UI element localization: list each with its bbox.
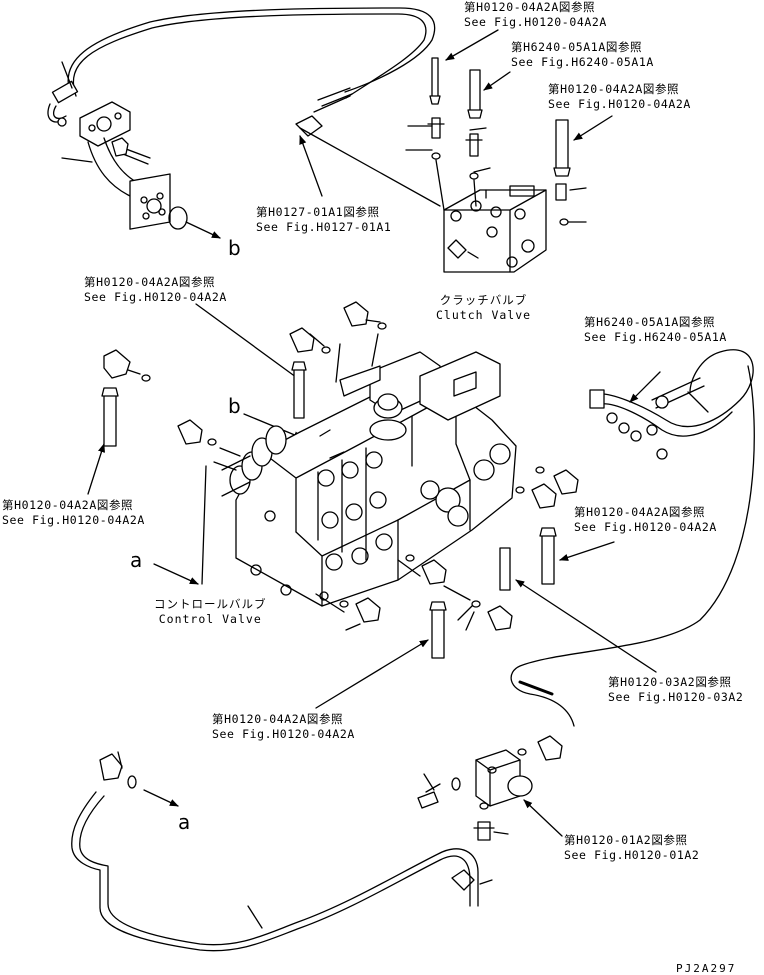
reference-h0120-04a2a-right-mid[interactable]: 第H0120-04A2A図参照 See Fig.H0120-04A2A xyxy=(574,505,717,535)
reference-en-text: See Fig.H6240-05A1A xyxy=(511,55,654,69)
reference-jp-text: 第H0120-04A2A図参照 xyxy=(548,82,680,96)
reference-jp-text: 第H0120-04A2A図参照 xyxy=(574,505,706,519)
reference-en-text: See Fig.H0120-04A2A xyxy=(574,520,717,534)
reference-h6240-05a1a-right[interactable]: 第H6240-05A1A図参照 See Fig.H6240-05A1A xyxy=(584,315,727,345)
clutch-valve-jp: クラッチバルブ xyxy=(439,293,528,307)
reference-en-text: See Fig.H0120-04A2A xyxy=(548,97,691,111)
reference-h0120-04a2a-top-right[interactable]: 第H0120-04A2A図参照 See Fig.H0120-04A2A xyxy=(548,82,691,112)
right-hose-assembly xyxy=(510,349,755,727)
reference-jp-text: 第H0127-01A1図参照 xyxy=(256,205,380,219)
reference-jp-text: 第H0120-03A2図参照 xyxy=(608,675,732,689)
reference-h0120-04a2a-left[interactable]: 第H0120-04A2A図参照 See Fig.H0120-04A2A xyxy=(2,498,145,528)
control-valve-label: コントロールバルブ Control Valve xyxy=(154,597,267,627)
reference-en-text: See Fig.H0120-03A2 xyxy=(608,690,744,704)
reference-en-text: See Fig.H0120-04A2A xyxy=(464,15,607,29)
reference-jp-text: 第H0120-04A2A図参照 xyxy=(84,275,216,289)
reference-jp-text: 第H0120-04A2A図参照 xyxy=(2,498,134,512)
reference-jp-text: 第H0120-01A2図参照 xyxy=(564,833,688,847)
reference-h0120-04a2a-mid-left[interactable]: 第H0120-04A2A図参照 See Fig.H0120-04A2A xyxy=(84,275,227,305)
callout-a-bottom: a xyxy=(178,810,191,834)
reference-en-text: See Fig.H0120-01A2 xyxy=(564,848,700,862)
reference-en-text: See Fig.H0120-04A2A xyxy=(2,513,145,527)
page-identifier: PJ2A297 xyxy=(676,962,737,975)
reference-en-text: See Fig.H0120-04A2A xyxy=(212,727,355,741)
reference-en-text: See Fig.H0120-04A2A xyxy=(84,290,227,304)
reference-h6240-05a1a-top[interactable]: 第H6240-05A1A図参照 See Fig.H6240-05A1A xyxy=(511,40,654,70)
reference-h0120-04a2a-top[interactable]: 第H0120-04A2A図参照 See Fig.H0120-04A2A xyxy=(464,0,607,30)
reference-h0127-01a1[interactable]: 第H0127-01A1図参照 See Fig.H0127-01A1 xyxy=(256,205,391,235)
reference-en-text: See Fig.H6240-05A1A xyxy=(584,330,727,344)
top-left-hose-assembly xyxy=(47,7,436,239)
callout-b-top: b xyxy=(228,236,241,260)
reference-jp-text: 第H0120-04A2A図参照 xyxy=(212,712,344,726)
bottom-valve-group xyxy=(71,735,563,952)
callout-b-mid: b xyxy=(228,394,241,418)
callout-a-left: a xyxy=(130,548,143,572)
reference-jp-text: 第H6240-05A1A図参照 xyxy=(584,315,716,329)
control-valve-body xyxy=(221,351,517,607)
reference-en-text: See Fig.H0127-01A1 xyxy=(256,220,392,234)
reference-jp-text: 第H0120-04A2A図参照 xyxy=(464,0,596,14)
clutch-valve-assembly xyxy=(295,57,587,273)
clutch-valve-label: クラッチバルブ Clutch Valve xyxy=(436,293,531,323)
reference-jp-text: 第H6240-05A1A図参照 xyxy=(511,40,643,54)
reference-h0120-03a2[interactable]: 第H0120-03A2図参照 See Fig.H0120-03A2 xyxy=(608,675,743,705)
control-valve-fittings xyxy=(101,301,579,659)
control-valve-en: Control Valve xyxy=(158,612,262,626)
clutch-valve-en: Clutch Valve xyxy=(436,308,532,322)
control-valve-jp: コントロールバルブ xyxy=(154,597,267,611)
reference-leader-lines xyxy=(87,29,661,837)
reference-h0120-04a2a-bottom[interactable]: 第H0120-04A2A図参照 See Fig.H0120-04A2A xyxy=(212,712,355,742)
reference-h0120-01a2[interactable]: 第H0120-01A2図参照 See Fig.H0120-01A2 xyxy=(564,833,699,863)
